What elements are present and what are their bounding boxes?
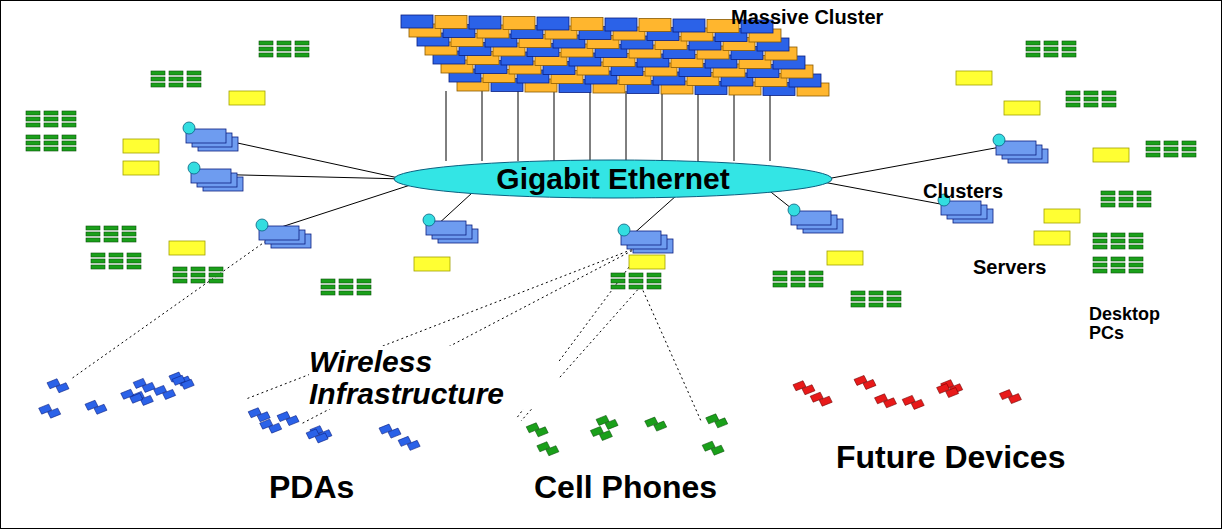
wireless-links — [71, 241, 701, 424]
server-label: Servers — [973, 257, 1046, 278]
cluster-icons — [183, 122, 1048, 253]
wireless-label: Wireless Infrastructure — [309, 346, 559, 409]
device-label: PDAs — [269, 471, 354, 505]
backbone-label: Gigabit Ethernet — [393, 159, 833, 196]
cluster-label: Massive Cluster — [731, 7, 883, 28]
server-icons — [123, 71, 1129, 271]
massive-cluster — [401, 15, 829, 161]
ethernet-backbone: Gigabit Ethernet — [393, 159, 833, 199]
desktop-icons — [26, 41, 1196, 307]
device-label: Cell Phones — [534, 471, 717, 505]
device-label: Future Devices — [836, 441, 1065, 475]
desktop-label: Desktop PCs — [1089, 305, 1163, 343]
network-links — [196, 134, 1006, 236]
cluster-label: Clusters — [923, 181, 1003, 202]
